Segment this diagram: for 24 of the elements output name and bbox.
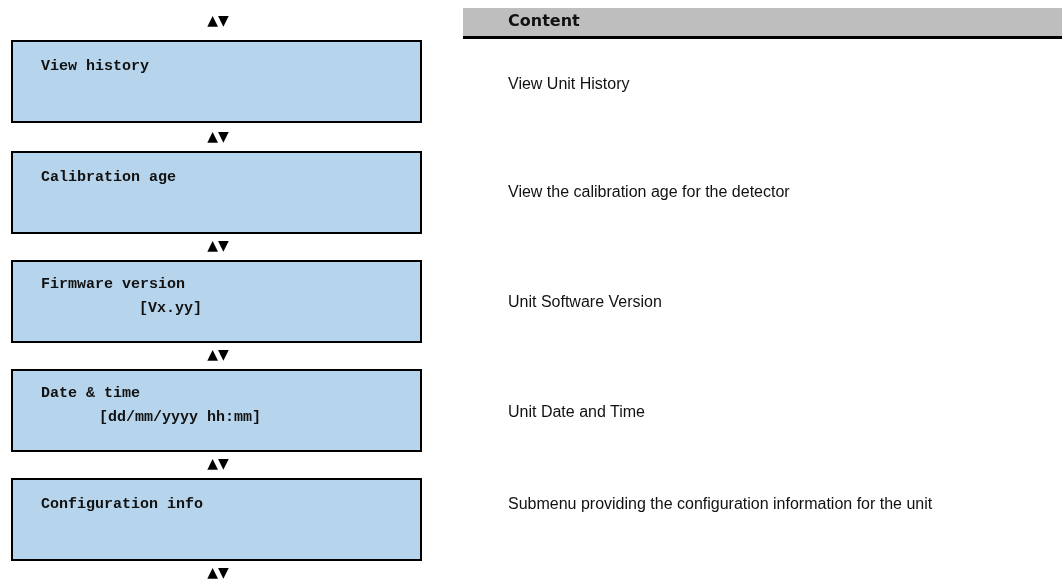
- content-description: Unit Date and Time: [508, 402, 646, 421]
- menu-screen-box: [11, 260, 422, 343]
- menu-screen-box: [11, 40, 422, 123]
- content-description: View Unit History: [508, 74, 631, 93]
- menu-screen-box: [11, 369, 422, 452]
- menu-item-label: Firmware version: [41, 276, 186, 293]
- navigation-arrows: ▲▼: [206, 128, 230, 144]
- content-description: View the calibration age for the detector: [508, 182, 791, 201]
- menu-item-value: [Vx.yy]: [139, 300, 202, 317]
- menu-item-value: [dd/mm/yyyy hh:mm]: [99, 409, 262, 426]
- menu-item-label: Calibration age: [41, 169, 177, 186]
- content-description: Submenu providing the configuration information for the unit: [508, 494, 934, 513]
- navigation-arrows: ▲▼: [206, 564, 230, 580]
- menu-screen-box: [11, 151, 422, 234]
- navigation-arrows: ▲▼: [206, 346, 230, 362]
- navigation-arrows: ▲▼: [206, 12, 230, 28]
- menu-item-label: Date & time: [41, 385, 141, 402]
- menu-screen-box: [11, 478, 422, 561]
- menu-item-label: View history: [41, 58, 150, 75]
- navigation-arrows: ▲▼: [206, 455, 230, 471]
- column-heading: Content: [508, 11, 580, 30]
- menu-item-label: Configuration info: [41, 496, 204, 513]
- content-description: Unit Software Version: [508, 292, 663, 311]
- navigation-arrows: ▲▼: [206, 237, 230, 253]
